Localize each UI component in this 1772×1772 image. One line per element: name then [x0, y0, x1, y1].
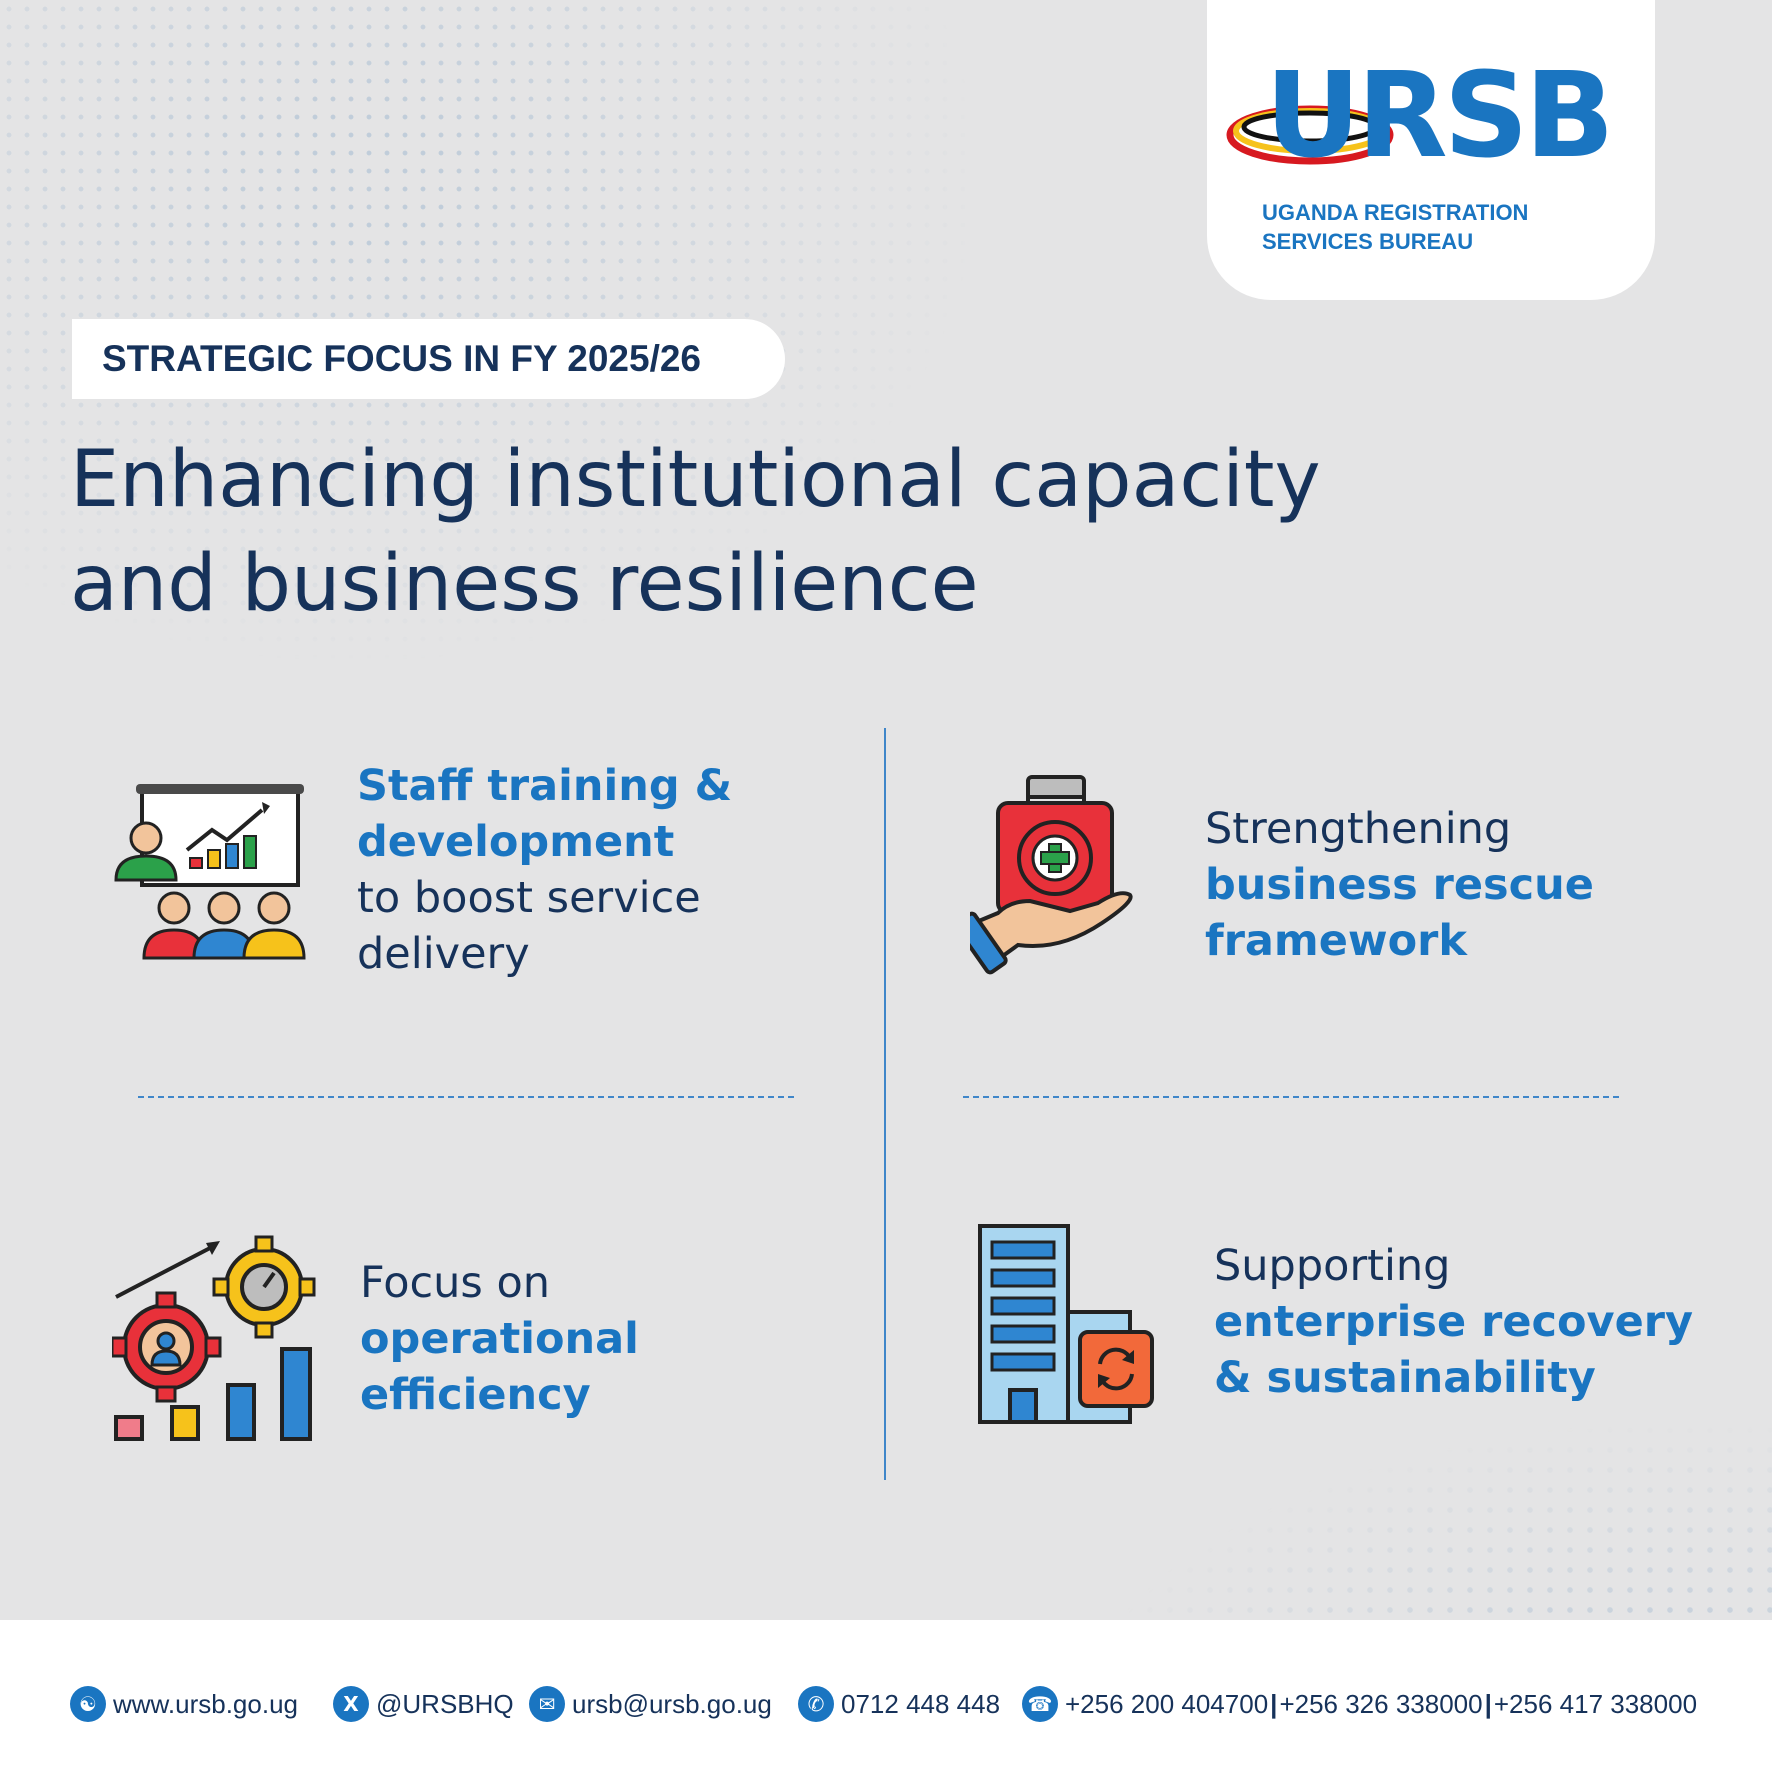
item-business-rescue: Strengthening business rescue framework [1205, 801, 1594, 969]
ursb-logo-wordmark: URSB [1265, 46, 1615, 184]
item-staff-training: Staff training & development to boost se… [357, 758, 732, 982]
operational-efficiency-gears-icon [112, 1235, 316, 1441]
organisation-name-line2: SERVICES BUREAU [1262, 229, 1474, 254]
twitter-contact[interactable]: X @URSBHQ [333, 1686, 514, 1722]
training-presentation-icon [114, 784, 306, 960]
dashed-divider-right [963, 1096, 1619, 1098]
enterprise-recovery-building-icon [978, 1224, 1154, 1424]
business-rescue-kit-icon [970, 775, 1133, 975]
item-staff-training-line4: delivery [357, 929, 530, 979]
phone-icon: ☎ [1022, 1686, 1058, 1722]
item-business-rescue-lead: Strengthening [1205, 804, 1512, 854]
globe-icon: ☯ [70, 1686, 106, 1722]
vertical-divider [884, 728, 886, 1480]
x-twitter-icon: X [333, 1686, 369, 1722]
item-enterprise-recovery-bold-line2: & sustainability [1214, 1353, 1596, 1403]
phone-separator-1: | [1270, 1688, 1278, 1719]
website-link[interactable]: www.ursb.go.ug [113, 1688, 298, 1719]
organisation-name: UGANDA REGISTRATION SERVICES BUREAU [1262, 198, 1528, 256]
headline-line2: and business resilience [70, 539, 979, 629]
email-contact[interactable]: ✉ ursb@ursb.go.ug [529, 1686, 772, 1722]
dashed-divider-left [138, 1096, 794, 1098]
item-enterprise-recovery-lead: Supporting [1214, 1241, 1451, 1291]
item-staff-training-line3: to boost service [357, 873, 701, 923]
item-business-rescue-bold-line1: business rescue [1205, 860, 1594, 910]
phone-number-2[interactable]: +256 326 338000 [1279, 1688, 1483, 1719]
item-enterprise-recovery: Supporting enterprise recovery & sustain… [1214, 1238, 1693, 1406]
item-enterprise-recovery-bold-line1: enterprise recovery [1214, 1297, 1693, 1347]
contact-footer: ☯ www.ursb.go.ug X @URSBHQ ✉ ursb@ursb.g… [0, 1620, 1772, 1772]
whatsapp-icon: ✆ [798, 1686, 834, 1722]
phone-contact[interactable]: ☎ +256 200 404700 | +256 326 338000 | +2… [1022, 1686, 1697, 1722]
item-staff-training-bold-line1: Staff training & [357, 761, 733, 811]
phone-number-3[interactable]: +256 417 338000 [1493, 1688, 1698, 1719]
item-operational-efficiency-bold-line2: efficiency [360, 1370, 591, 1420]
organisation-name-line1: UGANDA REGISTRATION [1262, 200, 1529, 225]
website-contact[interactable]: ☯ www.ursb.go.ug [70, 1686, 298, 1722]
page-headline: Enhancing institutional capacity and bus… [70, 428, 1570, 636]
whatsapp-number[interactable]: 0712 448 448 [841, 1688, 1001, 1719]
whatsapp-contact[interactable]: ✆ 0712 448 448 [798, 1686, 1000, 1722]
item-operational-efficiency-lead: Focus on [360, 1258, 551, 1308]
phone-number-1[interactable]: +256 200 404700 [1065, 1688, 1269, 1719]
flag-ring-icon [1226, 105, 1394, 165]
headline-line1: Enhancing institutional capacity [70, 435, 1321, 525]
twitter-handle[interactable]: @URSBHQ [376, 1688, 514, 1719]
item-staff-training-bold-line2: development [357, 817, 675, 867]
email-link[interactable]: ursb@ursb.go.ug [572, 1688, 772, 1719]
item-operational-efficiency: Focus on operational efficiency [360, 1255, 639, 1423]
envelope-icon: ✉ [529, 1686, 565, 1722]
item-operational-efficiency-bold-line1: operational [360, 1314, 639, 1364]
phone-separator-2: | [1484, 1688, 1492, 1719]
item-business-rescue-bold-line2: framework [1205, 916, 1467, 966]
ursb-logo-card: URSB UGANDA REGISTRATION SERVICES BUREAU [1207, 0, 1655, 300]
strategic-focus-tag: STRATEGIC FOCUS IN FY 2025/26 [72, 319, 785, 399]
